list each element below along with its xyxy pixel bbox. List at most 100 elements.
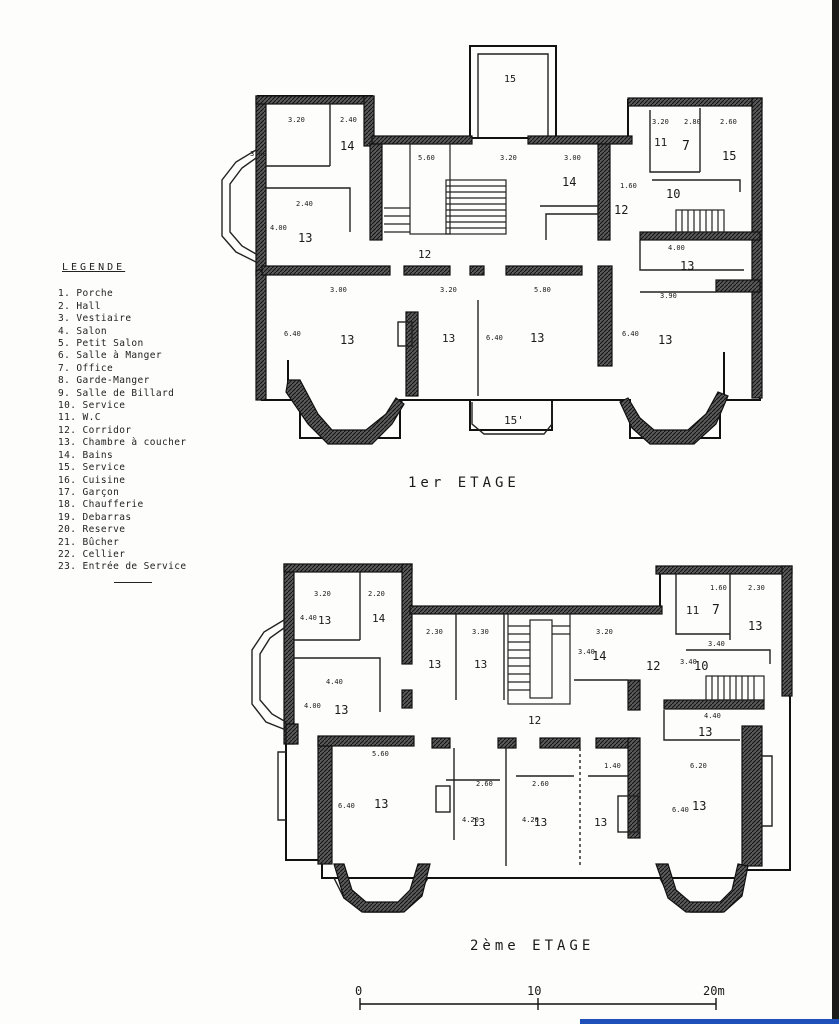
dim-2: 2.40 — [340, 116, 357, 124]
room-nw: 13 — [298, 231, 312, 245]
first-floor-plan: 15 14 13 14 11 7 15 10 12 13 12 13 13 13… — [221, 45, 763, 491]
wall-stair-e — [597, 143, 611, 241]
wall-e — [751, 97, 763, 399]
room-s1: 13 — [442, 332, 455, 345]
dim-12: 2.60 — [720, 118, 737, 126]
wall-stair-w — [369, 143, 383, 241]
room-service-ne: 15 — [722, 149, 736, 163]
room-corridor: 12 — [418, 248, 431, 261]
bay-sw-wall — [285, 379, 405, 445]
wall-w-upper — [255, 95, 267, 277]
room2-e: 13 — [698, 725, 712, 739]
legend-item: 13. Chambre à coucher — [58, 437, 187, 449]
wall-w-lower — [255, 269, 267, 401]
dim-9: 3.20 — [440, 286, 457, 294]
part-ne-1 — [649, 110, 700, 173]
dim2-5: 4.00 — [304, 702, 321, 710]
room-corridor-e: 12 — [614, 203, 628, 217]
room2-nw: 13 — [318, 614, 331, 627]
legend-item: 8. Garde-Manger — [58, 375, 150, 387]
scale-tick-10: 10 — [527, 984, 541, 998]
dim-19: 4.00 — [270, 224, 287, 232]
legend-item: 4. Salon — [58, 325, 107, 337]
room2-se: 13 — [692, 799, 706, 813]
wall-n-right — [627, 97, 763, 107]
wall-n-left — [255, 95, 375, 105]
closet2-se — [617, 795, 639, 833]
wall2-corr-jog — [627, 679, 641, 711]
dim-18: 3.60 — [250, 150, 267, 158]
scan-bottom-edge — [580, 1019, 839, 1024]
dim2-20: 6.20 — [690, 762, 707, 770]
p2-e-room — [663, 710, 740, 741]
wall2-w-lower — [317, 737, 333, 865]
dim-15: 6.40 — [486, 334, 503, 342]
wall-n-mid-l — [371, 135, 473, 145]
dim2-19: 1.40 — [604, 762, 621, 770]
wall2-w-pier — [285, 723, 299, 745]
legend-item: 14. Bains — [58, 449, 114, 461]
legend-item: 11. W.C — [58, 412, 101, 424]
legend-item: 16. Cuisine — [58, 474, 126, 486]
legend-item: 20. Reserve — [58, 524, 126, 536]
room-bath-nw: 14 — [340, 139, 354, 153]
room-wc: 11 — [654, 136, 667, 149]
room2-service: 10 — [694, 659, 708, 673]
wall2-n-left — [283, 563, 413, 573]
wall-n-left-return — [363, 95, 375, 147]
dim2-16: 6.40 — [338, 802, 355, 810]
wall-e-room-n — [639, 231, 761, 241]
legend-title: LEGENDE — [62, 262, 126, 273]
wall2-n-right — [655, 565, 793, 575]
room2-sw: 13 — [374, 797, 388, 811]
legend-item: 1. Porche — [58, 288, 114, 300]
legend-item: 15. Service — [58, 462, 126, 474]
porch-s — [471, 402, 553, 435]
room-porch: 15' — [504, 414, 524, 427]
service-stair-2 — [705, 675, 765, 701]
dim2-21: 4.20 — [462, 816, 479, 824]
tower-inner — [477, 53, 549, 138]
room2-corridor: 12 — [528, 714, 541, 727]
dim2-17: 2.60 — [476, 780, 493, 788]
legend-item: 12. Corridor — [58, 424, 132, 436]
main-stair-1 — [384, 143, 507, 235]
dim-4: 3.20 — [500, 154, 517, 162]
room-tower: 15 — [504, 74, 516, 85]
wall2-e-upper — [781, 565, 793, 697]
dim2-14: 4.40 — [704, 712, 721, 720]
main-stair-2 — [507, 613, 571, 705]
dim-17: 3.90 — [660, 292, 677, 300]
dim2-9: 3.40 — [578, 648, 595, 656]
dim2-8: 3.20 — [596, 628, 613, 636]
wall-n-mid-r — [527, 135, 633, 145]
dim-13: 2.80 — [684, 118, 701, 126]
legend-item: 3. Vestiaire — [58, 313, 132, 325]
room2-office: 7 — [712, 603, 720, 618]
p2-nw-1 — [294, 657, 381, 712]
oriel-w — [221, 149, 257, 263]
dim-3: 5.60 — [418, 154, 435, 162]
dim-11: 3.20 — [652, 118, 669, 126]
bay2-se-wall — [655, 863, 749, 913]
dim2-2: 2.20 — [368, 590, 385, 598]
part-ne-3 — [652, 179, 741, 192]
room2-b: 13 — [474, 658, 487, 671]
scale-tick-20: 20m — [703, 984, 725, 998]
dim-7: 4.00 — [668, 244, 685, 252]
first-floor-dimensions: 3.20 2.40 5.60 3.20 3.00 2.40 4.00 3.00 … — [250, 116, 737, 342]
legend-item: 10. Service — [58, 400, 126, 412]
dim2-18: 2.60 — [532, 780, 549, 788]
dim2-15: 5.60 — [372, 750, 389, 758]
dim-6: 2.40 — [296, 200, 313, 208]
room2-w: 13 — [334, 703, 348, 717]
second-floor-dimensions: 3.20 2.20 4.40 4.40 4.00 2.30 3.30 3.20 … — [300, 584, 765, 824]
dim2-1: 3.20 — [314, 590, 331, 598]
legend-item: 6. Salle à Manger — [58, 350, 163, 362]
wall2-cross-2 — [431, 737, 451, 749]
room2-ne: 13 — [748, 619, 762, 633]
legend-item: 23. Entrée de Service — [58, 561, 187, 573]
dim2-3: 4.40 — [326, 678, 343, 686]
